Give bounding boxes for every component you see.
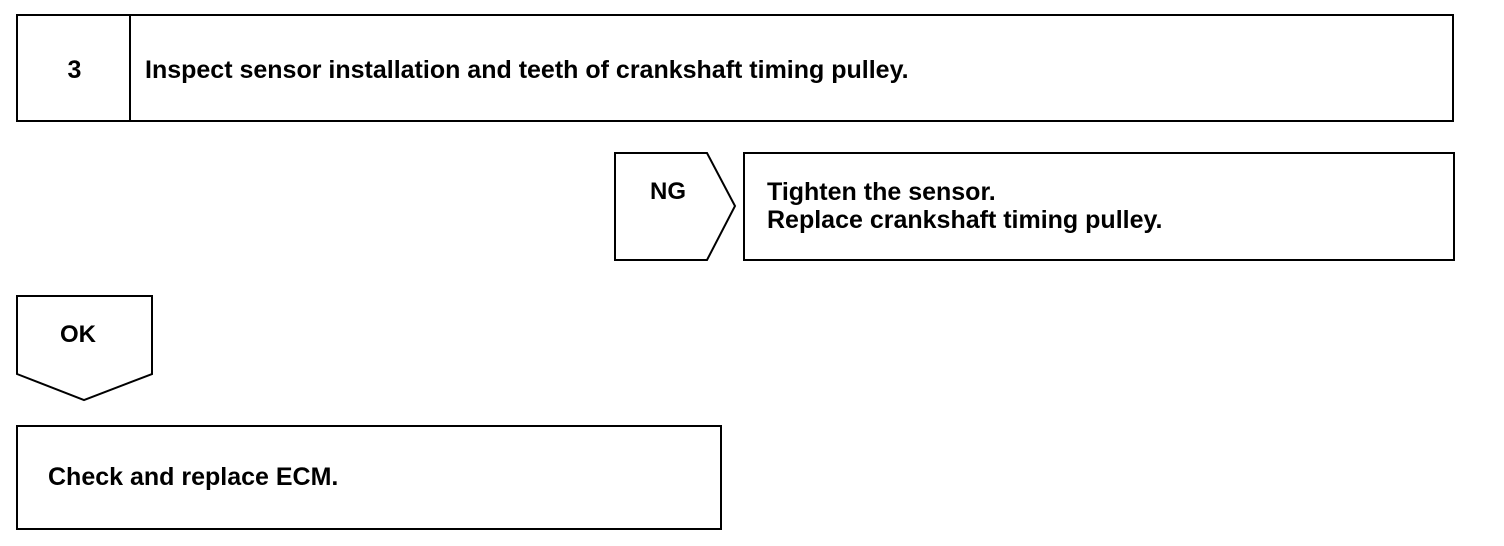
ng-action-line-1: Tighten the sensor. (767, 178, 996, 206)
ng-arrow-shape (614, 152, 737, 261)
ok-action-text: Check and replace ECM. (48, 463, 339, 491)
ok-label: OK (60, 321, 96, 348)
step-number-cell: 3 (18, 16, 131, 120)
ng-action-line-2: Replace crankshaft timing pulley. (767, 206, 1163, 234)
ok-action-box: Check and replace ECM. (16, 425, 722, 530)
ok-arrow-shape (16, 295, 153, 402)
step-box: 3 Inspect sensor installation and teeth … (16, 14, 1454, 122)
ng-action-box: Tighten the sensor. Replace crankshaft t… (743, 152, 1455, 261)
step-title: Inspect sensor installation and teeth of… (145, 56, 909, 84)
ng-action-text: Tighten the sensor. Replace crankshaft t… (767, 178, 1162, 234)
ng-label: NG (650, 178, 686, 205)
step-number: 3 (67, 56, 82, 84)
